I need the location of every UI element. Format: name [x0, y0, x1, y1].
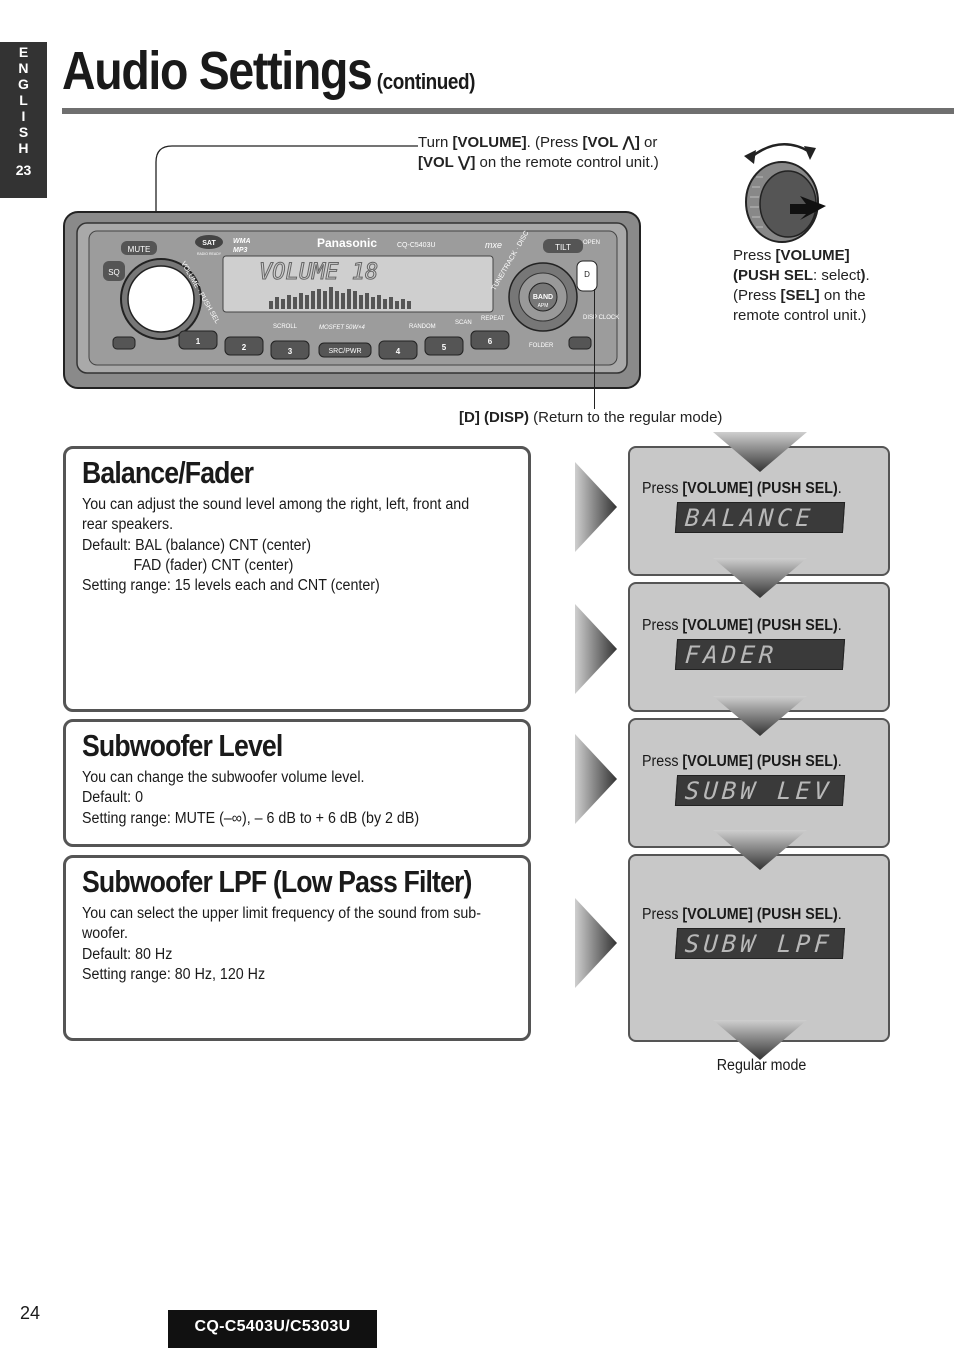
lcd-display: SUBW LPF — [674, 928, 846, 959]
section-subwoofer-lpf: Subwoofer LPF (Low Pass Filter) You can … — [63, 855, 531, 1041]
callout-press-volume: Press [VOLUME] (PUSH SEL: select). (Pres… — [733, 247, 870, 324]
src-pwr-label: SRC/PWR — [328, 348, 361, 355]
repeat-label: REPEAT — [481, 316, 505, 322]
src-pwr-button — [318, 342, 372, 358]
preset-5-label: 5 — [442, 343, 447, 352]
flow-instruction: Press [VOLUME] (PUSH SEL). — [642, 753, 842, 770]
arrow-right-icon — [575, 604, 617, 694]
eject-button — [568, 336, 592, 350]
mosfet-label: MOSFET 50W×4 — [319, 325, 366, 331]
leader-line-volume — [155, 145, 418, 296]
lcd-display: FADER — [674, 639, 846, 670]
d-disp-button — [576, 260, 598, 292]
arrow-down-icon — [713, 696, 807, 736]
car-stereo-faceplate: MUTE SQ VOLUME · PUSH SEL SAT RADIO READ… — [63, 211, 641, 389]
section-number: 23 — [15, 162, 32, 178]
tilt-label: TILT — [555, 243, 571, 252]
band-label: BAND — [533, 294, 553, 301]
callout-disp: [D] (DISP) (Return to the regular mode) — [459, 409, 723, 426]
open-label: OPEN — [583, 240, 600, 246]
arrow-down-icon — [713, 1020, 807, 1060]
title-rule — [62, 108, 954, 114]
mute-label: MUTE — [128, 245, 151, 254]
apm-label: APM — [538, 303, 549, 309]
lcd-display: BALANCE — [674, 502, 846, 533]
flow-step-subw-lpf: Press [VOLUME] (PUSH SEL). SUBW LPF — [628, 854, 890, 1042]
page-title: Audio Settings(continued) — [62, 40, 475, 102]
arrow-down-icon — [713, 558, 807, 598]
mxe-logo: mxe — [485, 240, 502, 250]
model-label: CQ-C5403U — [397, 242, 436, 249]
volume-knob-illustration — [744, 143, 826, 243]
volume-knob — [127, 265, 195, 333]
callout-turn-volume: Turn [VOLUME]. (Press [VOL ⋀] or [VOL ⋁]… — [418, 134, 659, 171]
page-number: 24 — [20, 1303, 41, 1323]
preset-6-label: 6 — [488, 337, 493, 346]
arrow-right-icon — [575, 462, 617, 552]
preset-1-label: 1 — [196, 337, 201, 346]
disp-clock-label: DISP CLOCK — [583, 315, 619, 321]
page-subtitle: (continued) — [376, 69, 476, 94]
preset-2-label: 2 — [242, 343, 247, 352]
band-button — [528, 282, 558, 312]
language-label: E N G L I S H — [18, 44, 29, 156]
sq-button — [103, 261, 125, 281]
sq-label: SQ — [108, 268, 120, 277]
folder-label: FOLDER — [529, 343, 554, 349]
scan-label: SCAN — [455, 320, 472, 326]
section-title: Subwoofer Level — [82, 728, 283, 763]
spectrum-bars — [269, 287, 411, 309]
mp3-logo: MP3 — [233, 247, 248, 254]
panasonic-logo: Panasonic — [317, 236, 377, 250]
display-text: VOLUME 18 — [259, 260, 378, 285]
regular-mode-label: Regular mode — [716, 1057, 807, 1074]
language-side-tab: E N G L I S H 23 — [0, 42, 47, 198]
sat-sub-label: RADIO READY — [197, 252, 222, 256]
leader-line-disp — [594, 289, 596, 409]
model-badge: CQ-C5403U/C5303U — [168, 1310, 377, 1348]
wma-logo: WMA — [233, 238, 251, 245]
scroll-label: SCROLL — [273, 324, 298, 330]
arrow-right-icon — [575, 734, 617, 824]
section-subwoofer-level: Subwoofer Level You can change the subwo… — [63, 719, 531, 847]
flow-step-subw-lev: Press [VOLUME] (PUSH SEL). SUBW LEV — [628, 718, 890, 848]
flow-step-fader: Press [VOLUME] (PUSH SEL). FADER — [628, 582, 890, 712]
section-body: You can adjust the sound level among the… — [82, 496, 470, 595]
section-body: You can select the upper limit frequency… — [82, 905, 481, 983]
release-button — [112, 336, 136, 350]
arrow-down-icon — [713, 830, 807, 870]
section-title: Subwoofer LPF (Low Pass Filter) — [82, 864, 472, 899]
tilt-button — [543, 239, 583, 253]
arrow-down-icon — [713, 432, 807, 472]
page-title-text: Audio Settings — [62, 41, 373, 101]
lcd-display: SUBW LEV — [674, 775, 846, 806]
arrow-right-icon — [575, 898, 617, 988]
flow-instruction: Press [VOLUME] (PUSH SEL). — [642, 906, 842, 923]
d-label: D — [584, 270, 590, 279]
preset-3-label: 3 — [288, 347, 293, 356]
section-title: Balance/Fader — [82, 455, 254, 490]
mute-button — [121, 241, 157, 255]
section-balance-fader: Balance/Fader You can adjust the sound l… — [63, 446, 531, 712]
section-body: You can change the subwoofer volume leve… — [82, 769, 420, 827]
flow-instruction: Press [VOLUME] (PUSH SEL). — [642, 480, 842, 497]
random-label: RANDOM — [409, 324, 436, 330]
preset-4-label: 4 — [396, 347, 401, 356]
flow-instruction: Press [VOLUME] (PUSH SEL). — [642, 617, 842, 634]
sat-logo: SAT — [202, 240, 216, 247]
